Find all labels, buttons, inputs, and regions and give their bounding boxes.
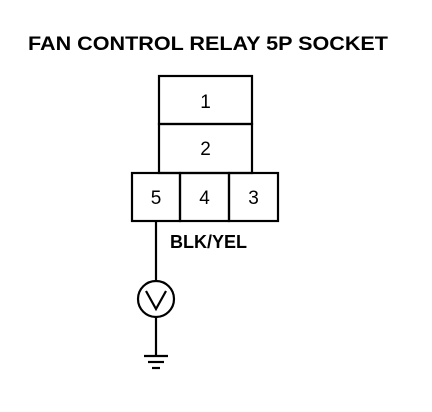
pin-3-cavity (227, 171, 280, 223)
voltmeter-icon (136, 279, 176, 319)
pin-5-label: 5 (151, 188, 162, 209)
wire-color-label: BLK/YEL (170, 232, 247, 252)
pin-1-label: 1 (200, 92, 211, 113)
pin-3-label: 3 (248, 188, 259, 209)
pin-4-label: 4 (199, 188, 210, 209)
diagram-title: FAN CONTROL RELAY 5P SOCKET (28, 34, 388, 55)
ground-icon (144, 354, 168, 370)
pin-2-label: 2 (200, 139, 211, 160)
